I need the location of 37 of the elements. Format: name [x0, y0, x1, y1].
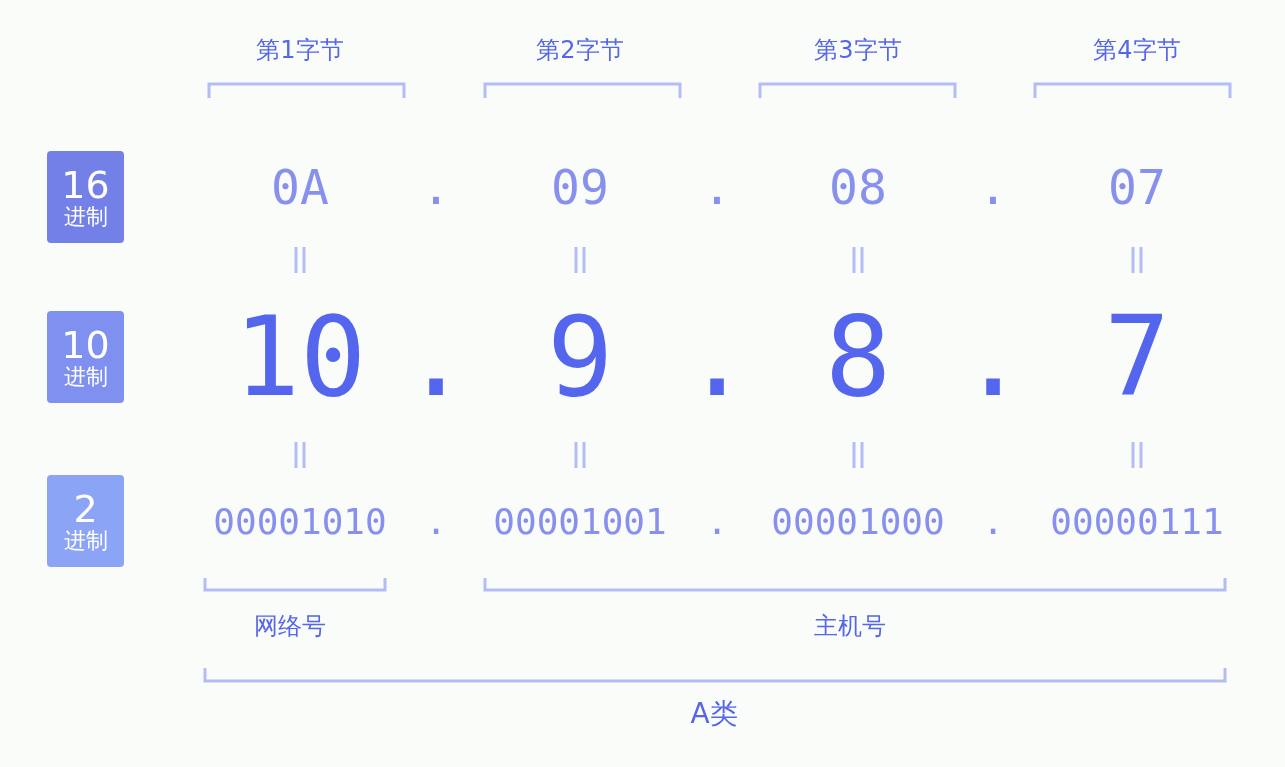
dot-separator: . — [706, 504, 728, 540]
base-label: 进制 — [63, 365, 108, 389]
number-value: 7 — [1103, 302, 1171, 412]
dot-separator: . — [978, 163, 1008, 211]
base-number: 2 — [73, 489, 98, 530]
number-value: 09 — [551, 163, 609, 211]
base-badge — [47, 475, 124, 567]
dot-separator: . — [402, 302, 470, 412]
dot-separator: . — [702, 163, 732, 211]
byte-header: 第3字节 — [814, 38, 902, 62]
number-value: 9 — [546, 302, 614, 412]
base-badge — [47, 151, 124, 243]
base-number: 10 — [61, 325, 110, 366]
dot-separator: . — [421, 163, 451, 211]
number-value: 00001000 — [771, 504, 945, 540]
dot-separator: . — [982, 504, 1004, 540]
base-label: 进制 — [63, 205, 108, 229]
dot-separator: . — [683, 302, 751, 412]
number-value: 08 — [829, 163, 887, 211]
host-part-label: 主机号 — [814, 614, 886, 638]
byte-header: 第2字节 — [536, 38, 624, 62]
dot-separator: . — [959, 302, 1027, 412]
number-value: 00001001 — [493, 504, 667, 540]
number-value: 00000111 — [1050, 504, 1224, 540]
number-value: 0A — [271, 163, 329, 211]
number-value: 00001010 — [213, 504, 387, 540]
base-label: 进制 — [63, 529, 108, 553]
number-value: 07 — [1108, 163, 1166, 211]
byte-header: 第1字节 — [256, 38, 344, 62]
base-number: 16 — [61, 165, 110, 206]
class-label: A类 — [690, 700, 738, 728]
number-value: 10 — [233, 302, 367, 412]
dot-separator: . — [425, 504, 447, 540]
number-value: 8 — [824, 302, 892, 412]
byte-header: 第4字节 — [1093, 38, 1181, 62]
base-badge — [47, 311, 124, 403]
network-part-label: 网络号 — [254, 614, 326, 638]
